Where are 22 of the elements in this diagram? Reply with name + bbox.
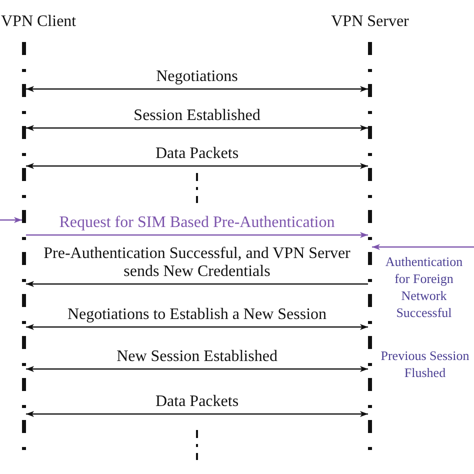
message-arrow [26,324,368,330]
message-arrow [26,411,368,417]
message-arrow [372,244,474,250]
message-arrow [0,217,22,223]
message-label: Pre-Authentication Successful, and VPN Server sends New Credentials [42,245,352,281]
message-arrow [26,281,368,287]
message-label: Request for SIM Based Pre-Authentication [59,214,335,232]
message-label: Session Established [134,107,260,125]
message-arrow [26,163,368,169]
message-arrow [26,232,368,238]
note-text: Authentication for Foreign Network Successful [384,253,464,321]
message-arrow [26,366,368,372]
message-arrow [26,125,368,131]
message-label: Data Packets [155,145,239,163]
message-label: Data Packets [155,393,239,411]
message-label: New Session Established [116,348,278,366]
participant-label: VPN Client [1,12,76,32]
message-arrow [26,86,368,92]
message-label: Negotiations [156,68,238,86]
note-text: Previous Session Flushed [380,347,470,381]
participant-label: VPN Server [331,12,409,32]
message-label: Negotiations to Establish a New Session [67,306,327,324]
